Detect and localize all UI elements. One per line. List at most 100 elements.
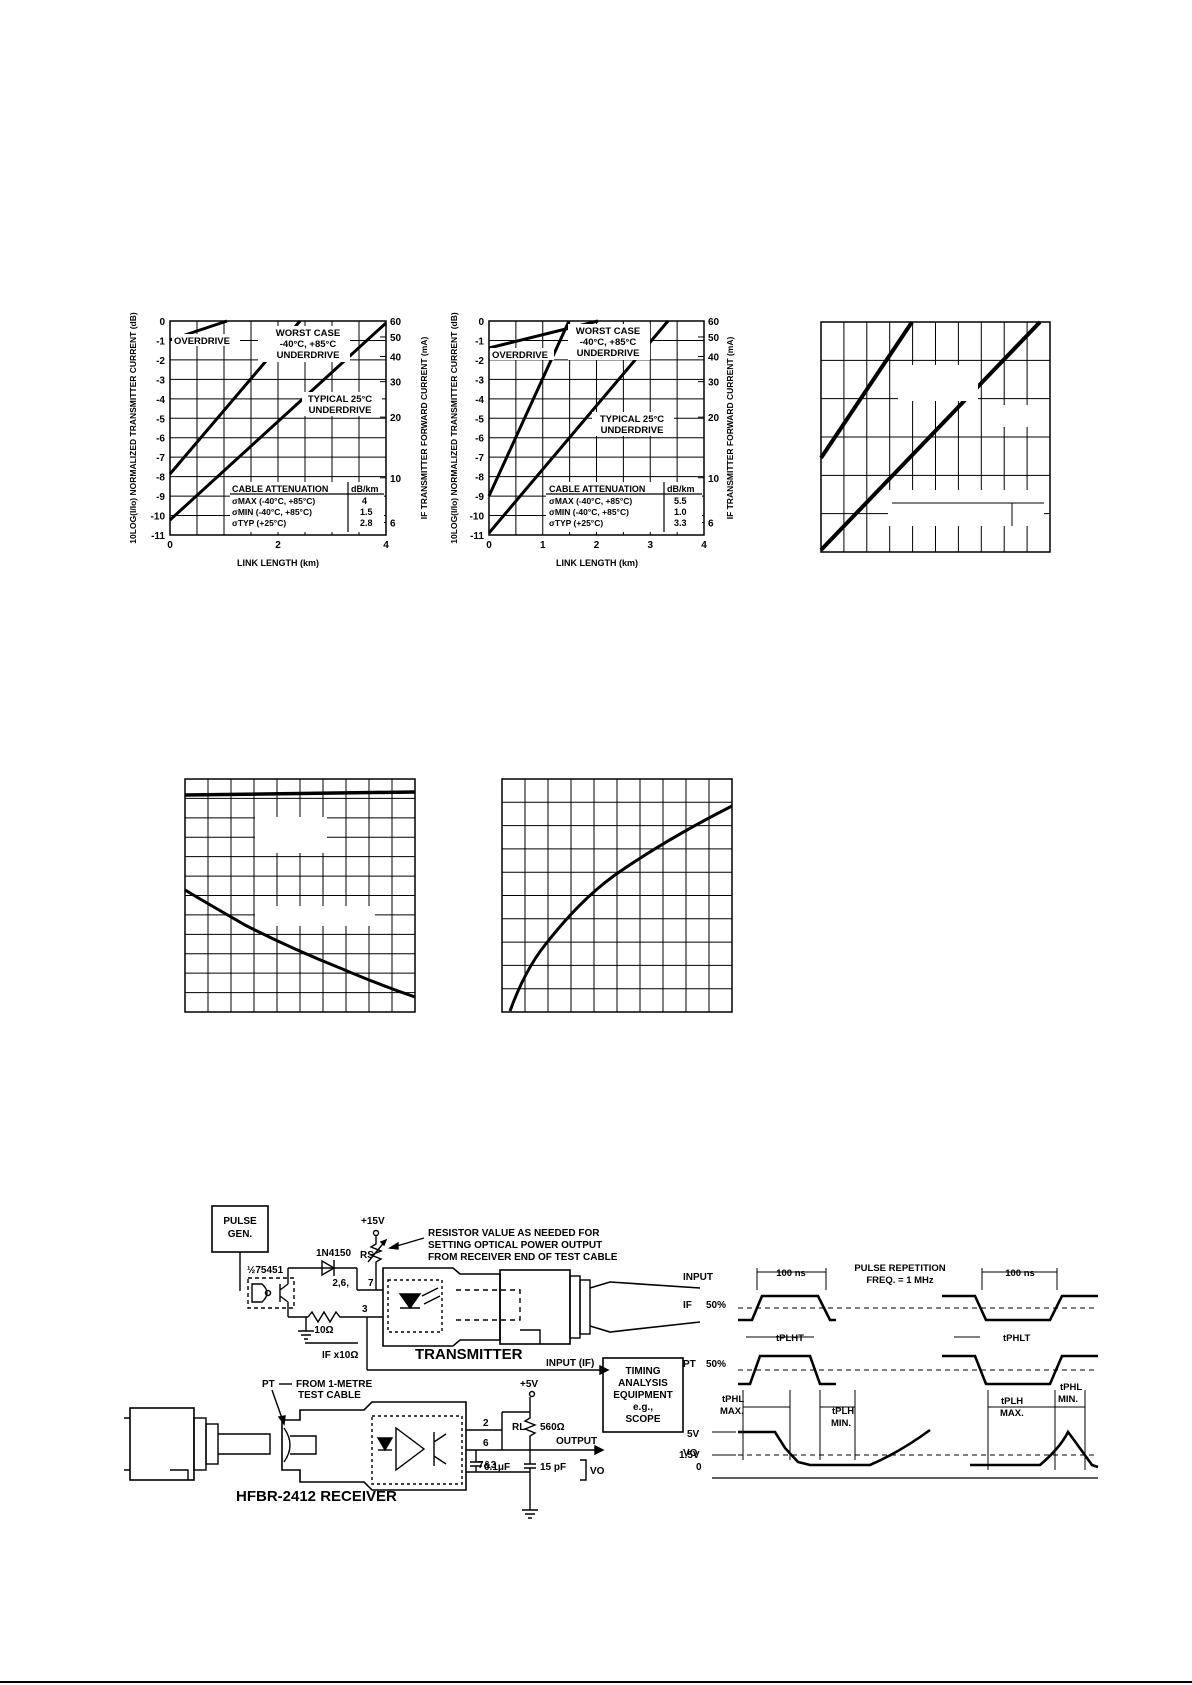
test-circuit: PULSE GEN. ½75451 1N4150 +15V RS RESISTO… [124, 1205, 701, 1519]
xtick-label: 3 [647, 540, 653, 551]
pin-label: 6 [483, 1438, 489, 1449]
chart-lower-left-curve [184, 888, 416, 999]
chart-left-yticks: 0-1-2-3-4-5-6-7-8-9-10-11 [151, 317, 166, 542]
chart-mid-overdrive-label: OVERDRIVE [492, 350, 548, 361]
chart-left-overdrive-label: OVERDRIVE [174, 336, 230, 347]
nand-gate-icon [251, 1283, 268, 1303]
ytick-label: -4 [475, 395, 484, 406]
resistor-10-icon [307, 1310, 383, 1324]
vo-label: VO [590, 1466, 605, 1477]
chart-mid-xlabel: LINK LENGTH (km) [556, 558, 638, 568]
pin-label: 3 [362, 1304, 368, 1315]
timing-50-label: 50% [706, 1300, 726, 1311]
chart-mid-worst-label-3: UNDERDRIVE [577, 348, 640, 359]
timing-analysis-box [602, 1357, 684, 1433]
chart-left-worst-label: WORST CASE [276, 328, 340, 339]
tphl-min-label: tPHL [1060, 1382, 1082, 1393]
chart-left-typical-label-2: UNDERDRIVE [309, 405, 372, 416]
timing-100ns-label: 100 ns [776, 1268, 806, 1279]
ytick-label: -5 [475, 414, 484, 425]
receiver-label: HFBR-2412 RECEIVER [236, 1488, 397, 1505]
ytick-label: -3 [475, 375, 484, 386]
table-header-unit: dB/km [351, 484, 379, 494]
tphl-max-label-2: MAX. [720, 1406, 744, 1417]
xtick-label: 0 [486, 540, 492, 551]
ytick-label: 0 [159, 317, 165, 328]
chart-left-frame [169, 320, 387, 536]
rl-resistor-icon [523, 1397, 537, 1450]
timing-box-label: EQUIPMENT [613, 1390, 672, 1401]
chart-left: 0-1-2-3-4-5-6-7-8-9-10-11 6050403020106 … [128, 312, 429, 568]
pulse-repetition-label-2: FREQ. = 1 MHz [866, 1275, 934, 1286]
table-row-label: σMAX (-40°C, +85°C) [232, 496, 315, 506]
ytick-label: -9 [475, 492, 484, 503]
chart-lower-left-frame [184, 778, 416, 1013]
ytick-label: -10 [151, 512, 166, 523]
timing-box-label: e.g., [633, 1402, 653, 1413]
timing-5v-label: 5V [687, 1429, 700, 1440]
diode-icon [321, 1259, 336, 1277]
tphl-max-label: tPHL [722, 1394, 744, 1405]
transistor-icon [279, 1283, 289, 1303]
chart-left-xtick: 2 [275, 540, 281, 551]
ytick-label: -7 [475, 453, 484, 464]
transmitter-connector [499, 1269, 571, 1345]
chart-mid-typical-label-2: UNDERDRIVE [601, 425, 664, 436]
y2tick-label: 40 [708, 352, 720, 363]
timing-if-label: IF [683, 1300, 692, 1311]
chart-left-attenuation-table: CABLE ATTENUATION dB/km σMAX (-40°C, +85… [230, 482, 384, 532]
chart-mid-worst-line [487, 320, 571, 497]
timing-box-label: SCOPE [625, 1414, 660, 1425]
chart-mid: 0-1-2-3-4-5-6-7-8-9-10-11 6050403020106 … [449, 312, 735, 568]
ytick-label: -2 [475, 356, 484, 367]
timing-pt-label: PT [683, 1359, 696, 1370]
if-waveform-2 [942, 1294, 1098, 1322]
input-if-label: INPUT (IF) [546, 1358, 594, 1369]
y2tick-label: 30 [708, 378, 720, 389]
xtick-label: 2 [594, 540, 600, 551]
y2tick-label: 20 [390, 413, 402, 424]
photodiode-icon [376, 1437, 394, 1452]
table-header-unit: dB/km [667, 484, 695, 494]
chart-lower-mid-grid [502, 779, 732, 1012]
chart-mid-typical-label: TYPICAL 25°C [600, 414, 664, 425]
chart-lower-mid-curve [508, 804, 733, 1012]
table-row-value: 2.8 [360, 518, 373, 528]
chart-mid-attenuation-table: CABLE ATTENUATION dB/km σMAX (-40°C, +85… [546, 482, 702, 532]
tplh-min-label: tPLH [832, 1406, 854, 1417]
ytick-label: -7 [156, 453, 165, 464]
chart-mid-worst-label: WORST CASE [576, 326, 640, 337]
supply-15v-label: +15V [361, 1216, 385, 1227]
fiber-cable [589, 1281, 701, 1333]
chart-left-ylabel: 10LOG(I/Io) NORMALIZED TRANSMITTER CURRE… [128, 312, 138, 544]
table-header: CABLE ATTENUATION [232, 484, 328, 494]
table-row-value: 3.3 [674, 518, 687, 528]
xtick-label: 4 [701, 540, 707, 551]
timing-diagram: INPUT IF 50% PT 50% VO 5V 1.5V 0 100 ns … [679, 1263, 1099, 1479]
ytick-label: 0 [478, 317, 484, 328]
capacitor-icon [524, 1463, 536, 1469]
chart-left-worst-label-3: UNDERDRIVE [277, 350, 340, 361]
r10-label: 10Ω [314, 1325, 333, 1336]
y2tick-label: 40 [390, 352, 402, 363]
chart-lower-left-top-line [184, 790, 416, 797]
pin-label: 7 [368, 1278, 374, 1289]
transmitter-label: TRANSMITTER [415, 1346, 523, 1363]
pin-label: 2,6, [332, 1278, 349, 1289]
timing-50-label: 50% [706, 1359, 726, 1370]
pulse-gen-label-2: GEN. [228, 1229, 253, 1240]
chart-right-frame [820, 321, 1051, 553]
ytick-label: -8 [156, 473, 165, 484]
ytick-label: -3 [156, 375, 165, 386]
supply-5v-label: +5V [520, 1379, 538, 1390]
tplht-label: tPLHT [776, 1333, 804, 1344]
led-icon [398, 1293, 422, 1310]
ytick-label: -2 [156, 356, 165, 367]
pulse-repetition-label: PULSE REPETITION [854, 1263, 945, 1274]
y2tick-label: 6 [390, 518, 396, 529]
timing-vo-label: VO [683, 1448, 698, 1459]
table-row-label: σMIN (-40°C, +85°C) [549, 507, 629, 517]
